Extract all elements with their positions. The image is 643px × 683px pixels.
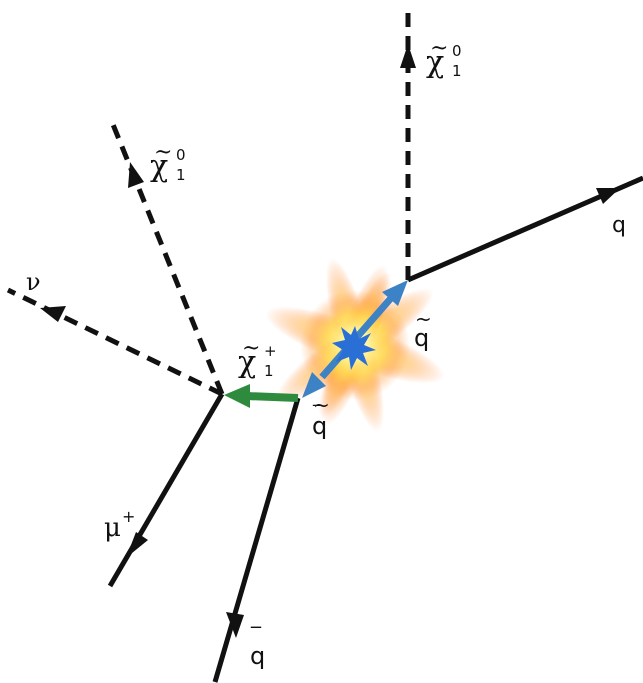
quark-right-line <box>408 178 643 280</box>
squark-tilde: ~ <box>415 307 432 331</box>
label-neutrino: ν <box>26 268 41 296</box>
label-squark: q ~ <box>414 307 432 352</box>
neutralino-top-superscript: 0 <box>452 42 462 60</box>
neutralino-top-tilde: ~ <box>430 36 448 61</box>
chargino-subscript: 1 <box>264 362 274 380</box>
muon-symbol: μ <box>104 513 121 543</box>
antisquark-bar: ‾ <box>312 402 323 423</box>
chargino-tilde: ~ <box>242 336 260 361</box>
antiquark-bar: ‾ <box>250 623 262 647</box>
neutralino-top-subscript: 1 <box>452 62 462 80</box>
arrow-left-icon <box>40 306 66 322</box>
neutralino-left-tilde: ~ <box>154 140 172 165</box>
chargino-superscript: + <box>264 342 277 360</box>
arrow-right-icon <box>596 188 620 204</box>
label-chargino: χ ~ + 1 <box>238 336 277 380</box>
muon-line <box>110 394 222 586</box>
arrow-up-icon <box>400 44 416 68</box>
label-antiquark: q ‾ <box>250 623 265 670</box>
neutralino-left-superscript: 0 <box>176 146 186 164</box>
label-neutralino-left: χ ~ 0 1 <box>150 140 186 184</box>
label-neutralino-top: χ ~ 0 1 <box>426 36 462 80</box>
neutralino-top-line <box>400 8 416 280</box>
label-muon: μ + <box>104 507 135 543</box>
arrow-upleft-icon <box>128 162 144 188</box>
neutrino-line <box>8 290 222 394</box>
arrow-downleft-icon <box>126 532 148 558</box>
label-antisquark: q ~ ‾ <box>312 393 330 440</box>
label-quark-right: q <box>612 213 626 238</box>
muon-superscript: + <box>122 507 135 526</box>
neutralino-left-subscript: 1 <box>176 166 186 184</box>
